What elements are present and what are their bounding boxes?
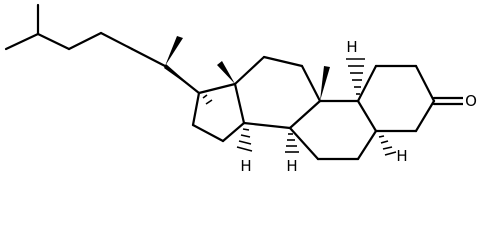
ring-c [217,55,322,130]
wedge-c9-methyl [320,66,330,101]
bond-side-chain-4 [67,31,103,51]
bond-c2-c3 [414,64,436,103]
bond-side-chain-1 [4,32,40,51]
hydrogen-label-c5: H [396,147,407,165]
oxygen-label: O [465,92,477,110]
bond-c13-c17 [197,82,237,95]
bond-c10-c1 [356,64,378,103]
hash-c17-2 [205,99,213,105]
wedge-c13-methyl [217,61,235,84]
bond-c15-c14 [221,121,246,143]
bond-c9-c8 [288,99,322,130]
hydrogen-label-c10: H [346,38,357,56]
hydrogen-label-c14: H [240,157,251,175]
ring-b [288,66,378,161]
hash-c5-h-3 [382,146,393,150]
hash-c5-h-4 [384,151,397,156]
bond-c5-c6 [356,129,378,161]
ring-d [191,82,246,143]
atom-labels: O H H H H [240,38,479,175]
bond-c13-c12 [233,55,266,86]
hash-c5-h-2 [380,140,389,144]
bond-c17-c16 [191,91,201,127]
wedge-c17-chain [164,64,199,93]
hash-c14-h-1 [242,128,250,131]
bond-c12-c11 [262,55,304,68]
hashed-bonds [202,58,397,156]
hash-c14-h-4 [236,146,253,152]
hash-c14-h-3 [238,140,252,145]
bond-c8-c14 [242,121,292,130]
side-chain [4,3,201,95]
bond-c16-c15 [191,123,225,143]
bond-c11-c9 [300,64,322,103]
bond-c7-c8 [288,126,320,161]
wedge-c20-methyl [165,36,183,66]
bond-c10-c5 [356,99,378,133]
bond-c3-c4 [414,99,436,133]
hydrogen-label-c8: H [286,157,297,175]
hash-c14-h-2 [240,134,251,138]
hash-c5-h-1 [378,135,385,138]
hash-c17-1 [202,94,208,99]
steroid-structure-diagram: O H H H H [4,3,479,175]
bond-side-chain-6 [130,47,167,68]
bond-side-chain-3 [36,32,71,51]
bond-c14-c13 [233,82,246,125]
bond-side-chain-5 [99,31,134,51]
ring-a [356,64,465,133]
